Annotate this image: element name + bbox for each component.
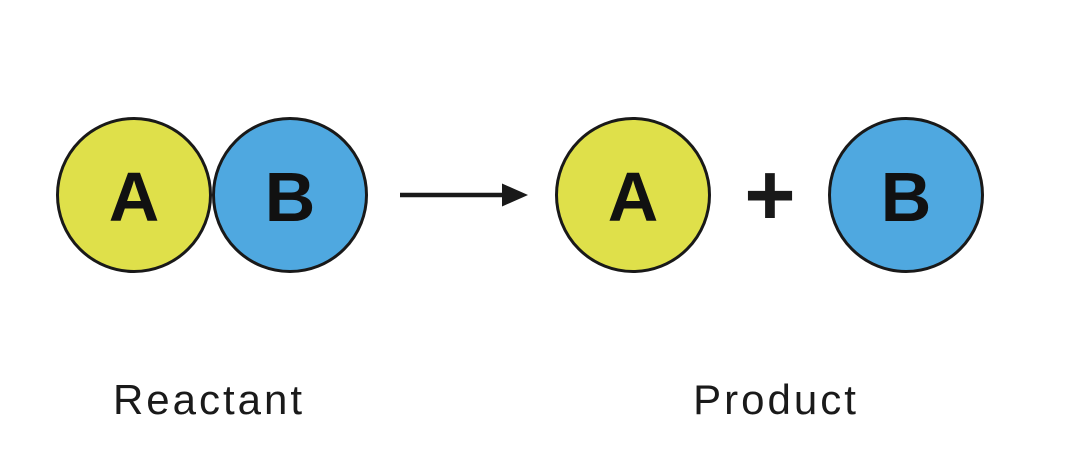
product-molecule-b-letter: B <box>880 158 932 236</box>
product-label: Product <box>693 376 859 423</box>
reactant-molecule-b-letter: B <box>264 158 316 236</box>
reactant-label: Reactant <box>112 376 306 423</box>
reactant-molecule-a: A <box>56 117 212 273</box>
plus-sign: + <box>744 145 796 244</box>
product-molecule-b: B <box>828 117 984 273</box>
product-molecule-a-letter: A <box>607 158 659 236</box>
right-arrow-icon <box>396 171 536 219</box>
reactant-molecule-b: B <box>212 117 368 273</box>
reactant-molecule-a-letter: A <box>108 158 160 236</box>
product-molecule-a: A <box>555 117 711 273</box>
